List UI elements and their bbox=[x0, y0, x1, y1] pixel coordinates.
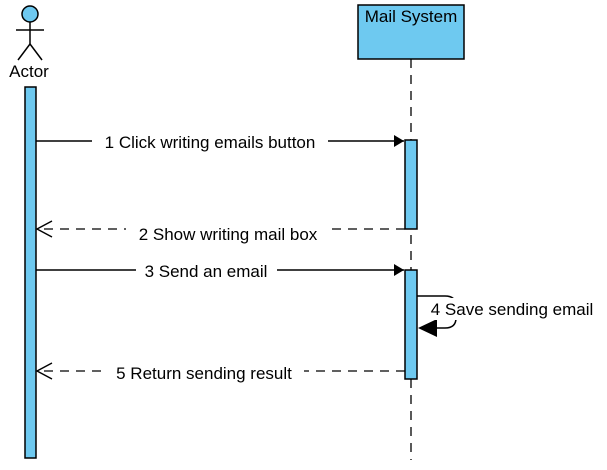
message-5: 5 Return sending result bbox=[35, 362, 405, 384]
message-4: 4 Save sending email bbox=[417, 295, 604, 337]
message-4-label: 4 Save sending email bbox=[431, 300, 594, 319]
actor-activation-bar bbox=[24, 86, 37, 459]
system-label: Mail System bbox=[365, 7, 458, 26]
message-2-label: 2 Show writing mail box bbox=[139, 225, 318, 244]
message-1: 1 Click writing emails button bbox=[36, 130, 404, 152]
message-3-label: 3 Send an email bbox=[145, 262, 268, 281]
message-2-arrowhead bbox=[35, 220, 53, 238]
system-activation-1 bbox=[404, 139, 418, 230]
system-activation-2 bbox=[404, 269, 418, 380]
message-2: 2 Show writing mail box bbox=[35, 220, 405, 245]
message-5-label: 5 Return sending result bbox=[116, 364, 292, 383]
actor-right-leg bbox=[29, 43, 43, 61]
message-5-arrowhead bbox=[35, 362, 53, 380]
actor-head bbox=[21, 5, 39, 23]
message-3: 3 Send an email bbox=[36, 260, 404, 282]
message-4-arrowhead bbox=[418, 319, 437, 337]
actor-figure bbox=[16, 5, 44, 61]
system-header-box bbox=[357, 4, 465, 60]
actor-label: Actor bbox=[9, 62, 49, 81]
actor-left-leg bbox=[17, 43, 31, 61]
message-1-label: 1 Click writing emails button bbox=[105, 133, 316, 152]
